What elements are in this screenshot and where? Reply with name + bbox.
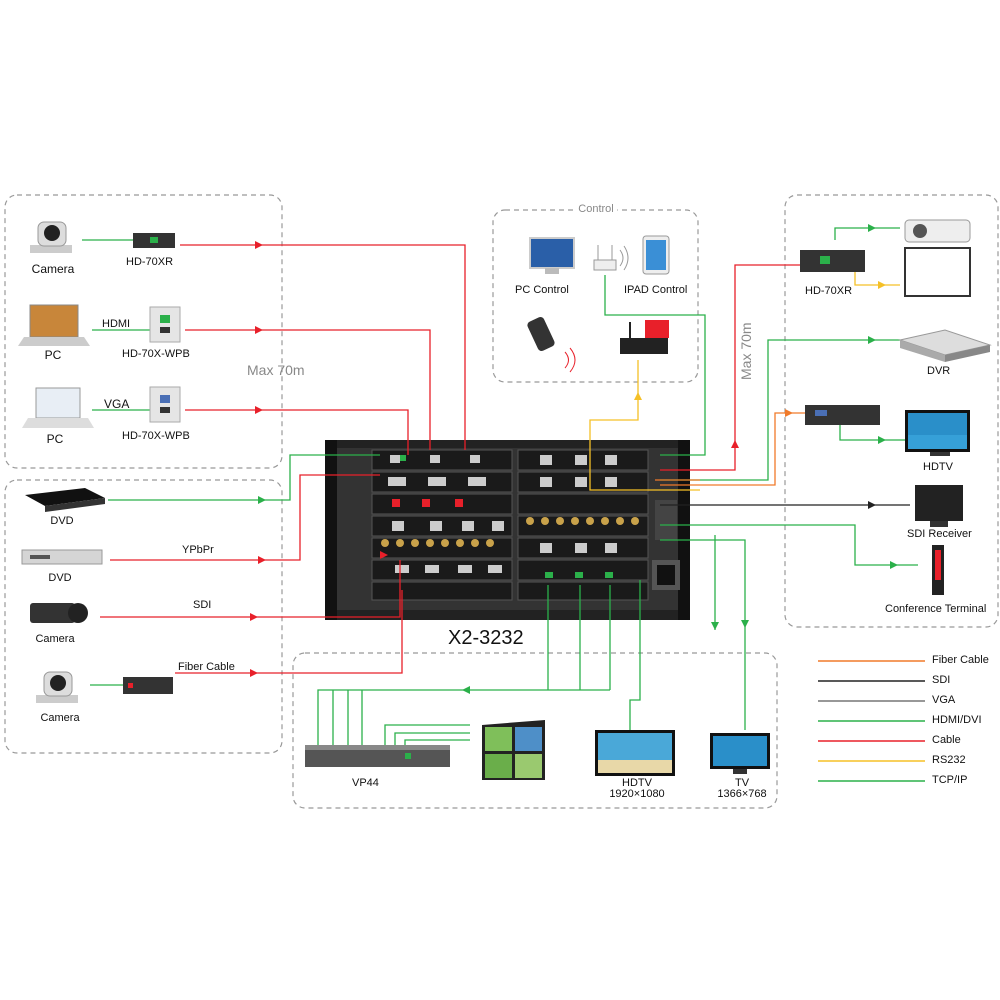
sdi-line-camera2: [100, 560, 401, 618]
hdmi-line-hdtv: [629, 580, 641, 730]
tv-bottom-label: TV: [734, 777, 750, 789]
hd70xr-right-device: [800, 250, 865, 272]
vp44-processor: [305, 745, 450, 767]
dvr-label: DVR: [927, 365, 951, 377]
tv-bottom: [710, 733, 770, 774]
dvd1-label: DVD: [50, 515, 74, 527]
camera-ptz-1: [30, 221, 72, 253]
cable-line-hd70xr: [660, 264, 800, 471]
legend-label: TCP/IP: [932, 774, 968, 786]
camera-ptz-3: [36, 671, 78, 703]
tcpip-line-conference: [660, 524, 918, 566]
wifi-router: [593, 245, 629, 271]
hdtv-resolution: 1920×1080: [609, 788, 665, 800]
cable-line-camera1: [180, 244, 466, 450]
sdi-receiver-label: SDI Receiver: [907, 528, 972, 540]
projector: [904, 219, 971, 243]
hdtv-bottom-label: HDTV: [622, 777, 652, 789]
wpb1-label: HD-70X-WPB: [122, 348, 190, 360]
tv-resolution: 1366×768: [717, 788, 767, 800]
hd70xr-right-label: HD-70XR: [805, 285, 853, 297]
laptop-pc2: [22, 387, 94, 428]
legend-label: Fiber Cable: [932, 654, 989, 666]
dvd-player-2: [21, 549, 103, 565]
ypbpr-label: YPbPr: [182, 544, 214, 556]
ypbpr-line-dvd2: [110, 474, 380, 561]
tcpip-line-router: [604, 275, 706, 456]
conference-label: Conference Terminal: [885, 603, 987, 615]
fiber-line-camera3: [175, 590, 403, 674]
max-distance-right: Max 70m: [738, 322, 754, 380]
vga-label: VGA: [104, 397, 130, 411]
wall-plate-2: [149, 386, 181, 423]
dvd-player-1: [25, 488, 105, 512]
dvr: [898, 329, 992, 362]
box-camera: [30, 603, 88, 623]
pc1-label: PC: [44, 348, 62, 362]
camera1-label: Camera: [31, 262, 75, 276]
cable-line-pc1: [185, 329, 431, 450]
legend-label: HDMI/DVI: [932, 714, 982, 726]
bottom-group: [292, 652, 778, 809]
remote-control: [527, 317, 576, 373]
pc2-label: PC: [46, 432, 64, 446]
wpb2-label: HD-70X-WPB: [122, 430, 190, 442]
dvd2-label: DVD: [48, 572, 72, 584]
max-distance-left: Max 70m: [247, 362, 305, 378]
hdmi-line-dvr: [660, 339, 900, 481]
legend-label: SDI: [932, 674, 951, 686]
matrix-chassis: [325, 440, 690, 620]
sdi-receiver-monitor: [915, 485, 963, 527]
ipad: [642, 235, 670, 275]
legend-label: RS232: [932, 754, 966, 766]
legend-lines: [818, 660, 925, 782]
vp44-label: VP44: [352, 777, 379, 789]
hdmi-line-dvd1: [108, 454, 380, 501]
camera2-label: Camera: [35, 633, 75, 645]
laptop-pc1: [18, 304, 90, 346]
video-wall: [482, 720, 545, 780]
hd70xr-left-label: HD-70XR: [126, 256, 174, 268]
hdtv-right: [905, 410, 970, 456]
legend-label: Cable: [932, 734, 961, 746]
hdtv-right-label: HDTV: [923, 461, 953, 473]
conference-terminal: [932, 545, 944, 595]
fiber-label: Fiber Cable: [178, 661, 235, 673]
pc-control-label: PC Control: [515, 284, 569, 296]
legend-label: VGA: [932, 694, 956, 706]
control-box: [620, 320, 669, 354]
wall-plate-1: [149, 306, 181, 343]
chassis-title: X2-3232: [448, 627, 524, 649]
left-top-group: [4, 194, 283, 469]
fiber-transmitter: [123, 677, 173, 694]
projection-screen: [904, 247, 971, 297]
hdtv-bottom: [595, 730, 675, 776]
control-title: Control: [574, 203, 618, 215]
hdmi-line-tv: [660, 539, 746, 730]
hdmi-label: HDMI: [102, 318, 131, 330]
ipad-control-label: IPAD Control: [624, 284, 688, 296]
sdi-label: SDI: [193, 599, 212, 611]
camera3-label: Camera: [40, 712, 80, 724]
pc-monitor: [529, 237, 575, 274]
